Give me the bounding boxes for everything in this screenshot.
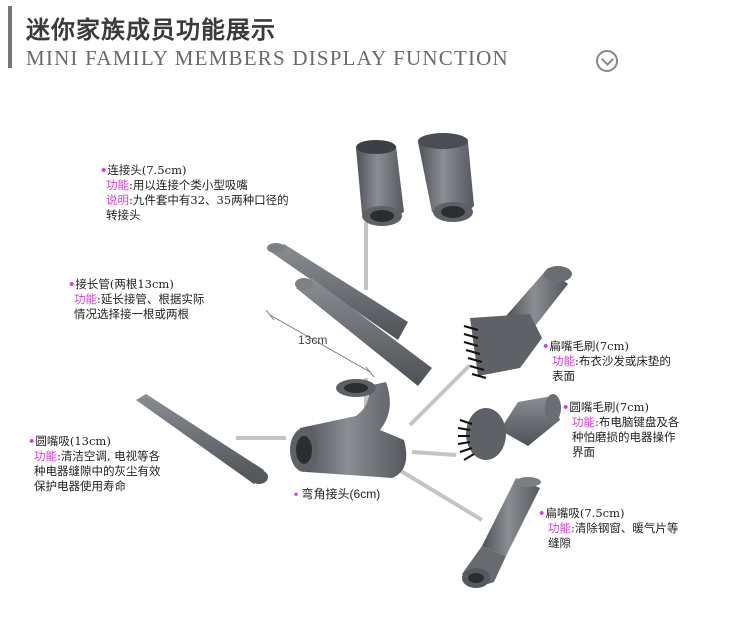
bullet-icon: • [100,163,108,177]
flat-brush-part [463,266,572,379]
page-title-cn: 迷你家族成员功能展示 [26,16,276,44]
connector-description: •连接头(7.5cm) 功能:用以连接个类小型吸嘴 说明:九件套中有32、35两… [100,163,289,222]
bullet-icon: • [294,487,299,501]
connector-part [356,133,474,226]
flat-nozzle-description: •扁嘴吸(7.5cm) 功能:清除钢窗、暖气片等 缝隙 [538,506,679,550]
extension-tubes-part [267,243,432,386]
round-nozzle-description: •圆嘴吸(13cm) 功能:清洁空调, 电视等各 种电器缝隙中的灰尘有效 保护电… [28,434,161,493]
chevron-down-circle-icon[interactable] [596,50,618,72]
header-accent-bar [8,6,12,68]
round-brush-description: •圆嘴毛刷(7cm) 功能:布电脑键盘及各 种怕磨损的电器操作 界面 [562,400,680,459]
flat-nozzle-part [462,477,541,588]
page-title-en: MINI FAMILY MEMBERS DISPLAY FUNCTION [26,46,509,70]
elbow-description: • 弯角接头(6cm) [294,487,381,501]
dimension-label: 13cm [298,333,327,347]
flat-brush-description: •扁嘴毛刷(7cm) 功能:布衣沙发或床垫的 表面 [542,339,671,383]
extension-description: •接长管(两根13cm) 功能:延长接管、根据实际 情况选择接一根或两根 [68,277,205,321]
bullet-icon: • [28,434,36,448]
round-brush-part [457,394,561,461]
bullet-icon: • [542,339,550,353]
bullet-icon: • [538,506,546,520]
round-nozzle-part [136,394,268,484]
connector-title: 连接头(7.5cm) [107,163,187,177]
bullet-icon: • [68,277,76,291]
connector-lines [236,222,484,522]
dimension-lines [265,309,375,378]
elbow-joint-part [290,379,407,478]
bullet-icon: • [562,400,570,414]
